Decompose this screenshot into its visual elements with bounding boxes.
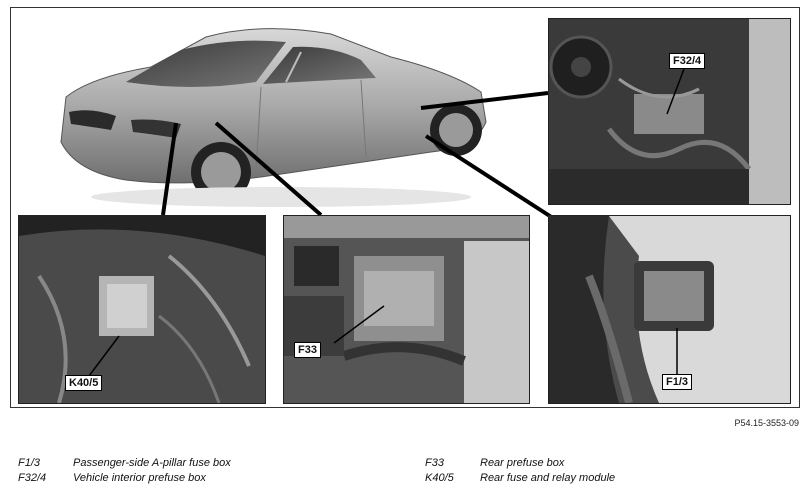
legend-code: K40/5: [425, 472, 454, 484]
legend-description: Vehicle interior prefuse box: [73, 472, 206, 484]
legend-code: F33: [425, 457, 444, 469]
legend-description: Rear fuse and relay module: [480, 472, 616, 484]
figure-reference-code: P54.15-3553-09: [734, 418, 799, 428]
callout-k40-5: K40/5: [65, 375, 103, 391]
photo-vehicle-interior-prefuse-box: F32/4: [548, 18, 791, 205]
photo-a-pillar-fuse-box: F1/3: [548, 215, 791, 404]
legend-description: Rear prefuse box: [480, 457, 565, 469]
legend-code: F32/4: [18, 472, 47, 484]
legend-code: F1/3: [18, 457, 41, 469]
legend-description: Passenger-side A-pillar fuse box: [73, 457, 231, 469]
callout-f1-3: F1/3: [662, 374, 693, 390]
callout-f32-4: F32/4: [669, 53, 706, 69]
callout-f33: F33: [294, 342, 321, 358]
car-illustration: [31, 12, 501, 212]
photo-rear-fuse-relay-module: K40/5: [18, 215, 266, 404]
leader-lines: [161, 91, 558, 222]
photo-rear-prefuse-box: F33: [283, 215, 530, 404]
component-location-figure: F32/4 K40/5 F33: [10, 7, 800, 408]
